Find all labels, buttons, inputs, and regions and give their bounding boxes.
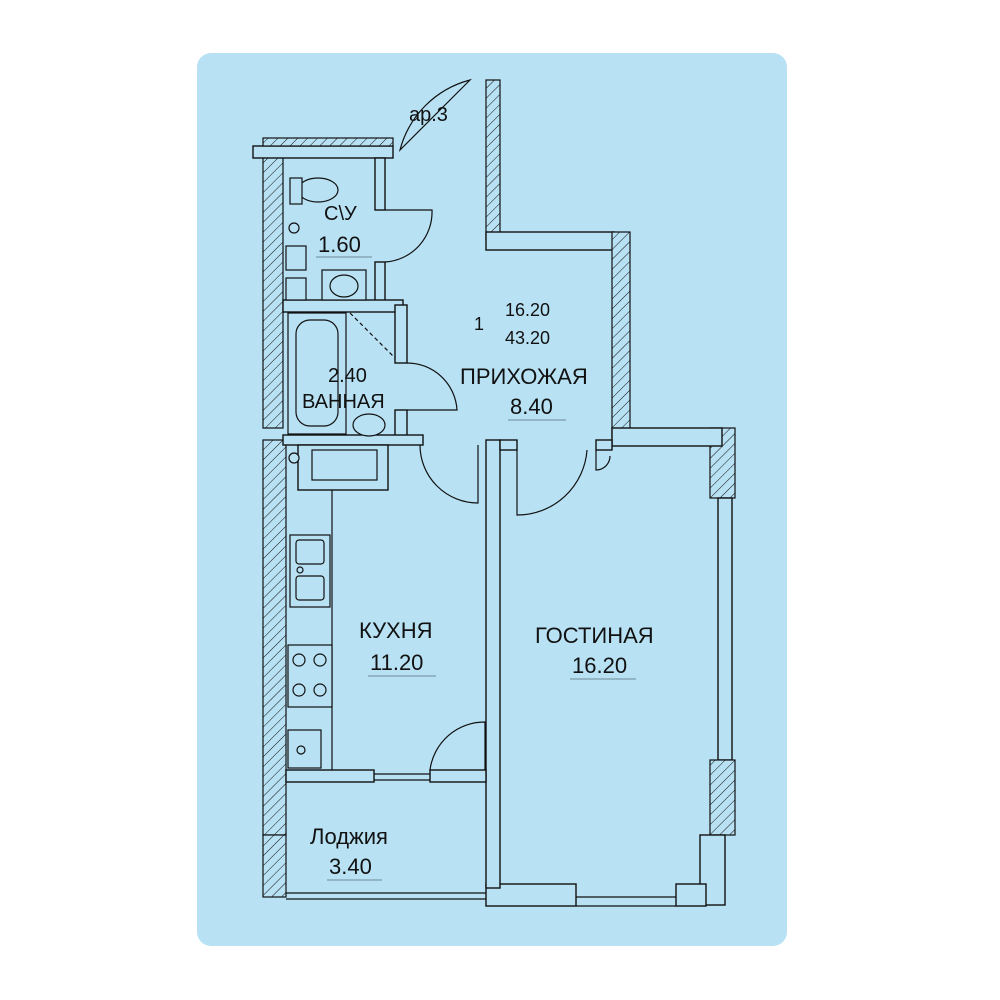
hallway-area: 8.40	[510, 394, 553, 419]
bathroom-name: ВАННАЯ	[302, 391, 385, 413]
fridge-icon	[287, 729, 322, 769]
exterior-walls	[252, 79, 736, 907]
hallway-name: ПРИХОЖАЯ	[460, 364, 588, 389]
kitchen-area: 11.20	[370, 650, 423, 675]
apartment-rooms-count: 1	[474, 314, 484, 334]
kitchen-sink-icon	[289, 534, 331, 608]
apartment-living-area: 16.20	[505, 300, 550, 320]
bathroom-area: 2.40	[328, 365, 367, 387]
living-name: ГОСТИНАЯ	[535, 623, 654, 648]
living-area: 16.20	[572, 653, 627, 678]
stove-icon	[287, 644, 333, 708]
loggia-area: 3.40	[329, 854, 372, 879]
apartment-total-area: 43.20	[505, 328, 550, 348]
toilet-name: С\У	[324, 203, 357, 225]
toilet-icon	[288, 177, 339, 234]
sink-icon	[321, 269, 367, 301]
bathtub-icon	[287, 312, 396, 435]
stair-label: ар.3	[409, 104, 448, 126]
doors	[384, 78, 611, 771]
fixtures	[285, 177, 396, 770]
labels: ар.3 С\У 1.60 1 16.20 43.20 2.40 ВАННАЯ …	[302, 104, 654, 881]
toilet-area: 1.60	[318, 232, 361, 257]
kitchen-name: КУХНЯ	[359, 618, 433, 643]
loggia-name: Лоджия	[310, 824, 388, 849]
sink-icon	[352, 413, 386, 437]
interior-walls	[282, 157, 613, 889]
